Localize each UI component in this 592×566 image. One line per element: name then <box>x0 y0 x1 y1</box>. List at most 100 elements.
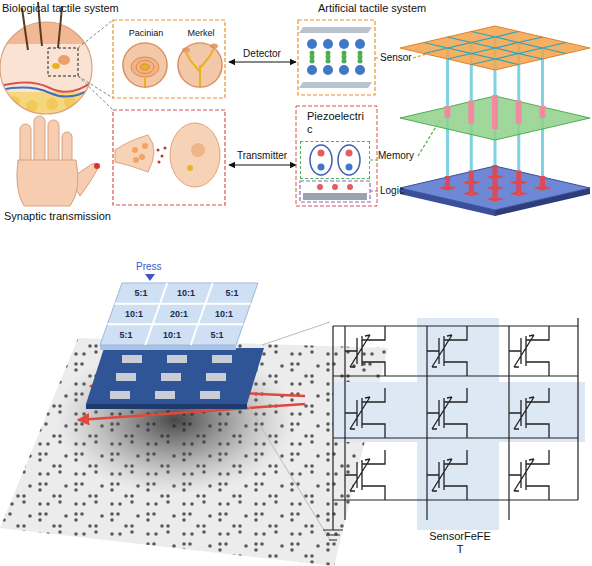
synapse-illustration-part <box>113 110 225 205</box>
chip-stack <box>400 26 590 216</box>
synapse-illustration-part <box>115 135 154 172</box>
transmitter-illustration-part <box>346 164 353 171</box>
skin-illustration-part-part <box>52 63 60 69</box>
skin-illustration <box>0 2 113 122</box>
sensor-array-device-part <box>155 391 175 399</box>
synapse-illustration-part <box>139 154 145 160</box>
node-text: Merkel <box>165 28 237 38</box>
transmitter-illustration-part <box>317 184 323 190</box>
sensor-array-device-part <box>100 283 258 345</box>
sensor-array-device-part <box>110 391 130 399</box>
pad-cell: 10:1 <box>204 305 244 323</box>
arrow-label: Detector <box>228 48 296 60</box>
synapse-illustration-part <box>191 143 205 157</box>
ratio-text: 10:1 <box>114 305 154 323</box>
ratio-text: 5:1 <box>197 326 237 344</box>
fefet-array-circuit-part <box>509 450 549 500</box>
fefet-array-circuit-part <box>345 388 385 438</box>
transmitter-illustration-part <box>347 184 353 190</box>
synapse-illustration-part <box>132 147 138 153</box>
ratio-text: 20:1 <box>159 305 199 323</box>
fefet-array-circuit-part <box>509 388 549 438</box>
skin-illustration-part-part <box>0 88 92 97</box>
fefet-array-circuit-part <box>427 388 467 438</box>
piezo-sensor-illustration <box>298 20 375 95</box>
pad-cell: 10:1 <box>114 305 154 323</box>
fefet-array-circuit-part <box>427 450 467 500</box>
bio-detector-part <box>131 57 159 77</box>
transmitter-illustration-part <box>338 145 360 175</box>
piezo-sensor-illustration-part <box>323 39 333 75</box>
node-text: Piezoelectric <box>307 110 365 135</box>
transmitter-illustration-part <box>332 184 338 190</box>
sensor-array-device-part <box>206 373 226 381</box>
piezo-sensor-illustration-part <box>299 27 372 33</box>
skin-illustration-part-part <box>58 55 70 65</box>
fefet-array-circuit-part <box>345 450 385 500</box>
transmitter-illustration-part <box>300 181 370 202</box>
bio-detector-part <box>122 42 168 88</box>
ratio-text: 10:1 <box>152 326 192 344</box>
bio-detector-part <box>177 42 223 88</box>
skin-illustration-part-part <box>8 96 20 108</box>
transmitter-illustration-part <box>318 150 325 157</box>
sensor-array-device-part <box>116 373 136 381</box>
skin-illustration-part-part <box>64 96 76 108</box>
braille-sheet <box>0 338 388 566</box>
skin-illustration-part-part <box>0 92 92 122</box>
action-label: Press <box>136 261 162 273</box>
fefet-array-circuit <box>323 318 585 540</box>
receptor-circle: Merkel <box>177 42 223 88</box>
correspondence-arrows-part <box>229 61 296 62</box>
bio-detector-part <box>144 77 146 88</box>
skin-illustration-part-part <box>0 20 92 44</box>
pad-cell: 5:1 <box>121 284 161 302</box>
fefet-array-circuit-part <box>345 326 385 376</box>
ratio-text: 10:1 <box>204 305 244 323</box>
ratio-text: 5:1 <box>121 284 161 302</box>
bio-detector-part <box>141 64 150 70</box>
sensor-array-device-part <box>167 355 187 363</box>
fefet-array-circuit-part <box>509 326 549 376</box>
ratio-text: 5:1 <box>106 326 146 344</box>
sensor-array-device-part <box>161 373 181 381</box>
piezo-sensor-illustration-part <box>307 39 317 75</box>
synapse-illustration-part <box>161 155 164 158</box>
bio-detector-part <box>136 61 154 74</box>
bio-detector-part <box>186 48 214 87</box>
synapse-illustration-part <box>187 165 193 171</box>
transmitter-illustration <box>296 106 377 206</box>
synapse-illustration-part <box>158 161 161 164</box>
braille-sheet-part <box>0 338 388 566</box>
layer-label: Logic <box>380 185 404 197</box>
layer-label: Memory <box>378 150 414 162</box>
memory-box: Piezoelectric <box>300 141 370 179</box>
sensor-array-device-part <box>100 345 236 350</box>
pad-cell: 5:1 <box>212 284 252 302</box>
skin-illustration-part-part <box>46 98 58 110</box>
synapse-illustration-part <box>164 147 167 150</box>
skin-illustration-part <box>78 20 113 110</box>
circle-outline <box>123 43 167 87</box>
correspondence-arrows-part <box>229 164 296 165</box>
fefet-array-circuit-part <box>323 318 578 540</box>
chip-stack-part <box>424 32 567 65</box>
circle-outline <box>177 42 223 88</box>
hand-illustration-part <box>17 160 78 206</box>
chip-stack-part <box>400 96 590 140</box>
sensor-array-device-part <box>86 404 247 409</box>
chip-stack-part <box>400 26 590 70</box>
transmitter-illustration-part <box>310 145 332 175</box>
piezo-sensor-illustration-part <box>339 39 349 75</box>
sensor-array-device-part <box>122 355 142 363</box>
hand-illustration <box>17 116 100 206</box>
chip-stack-part <box>448 165 543 199</box>
correspondence-arrows <box>229 62 296 165</box>
synapse-illustration-part <box>133 157 139 163</box>
circle-outline <box>122 42 168 88</box>
piezo-sensor-illustration-part <box>355 39 365 75</box>
pad-cell: 5:1 <box>197 326 237 344</box>
braille-sheet-part <box>0 338 388 566</box>
piezo-sensor-illustration-part <box>298 20 375 95</box>
